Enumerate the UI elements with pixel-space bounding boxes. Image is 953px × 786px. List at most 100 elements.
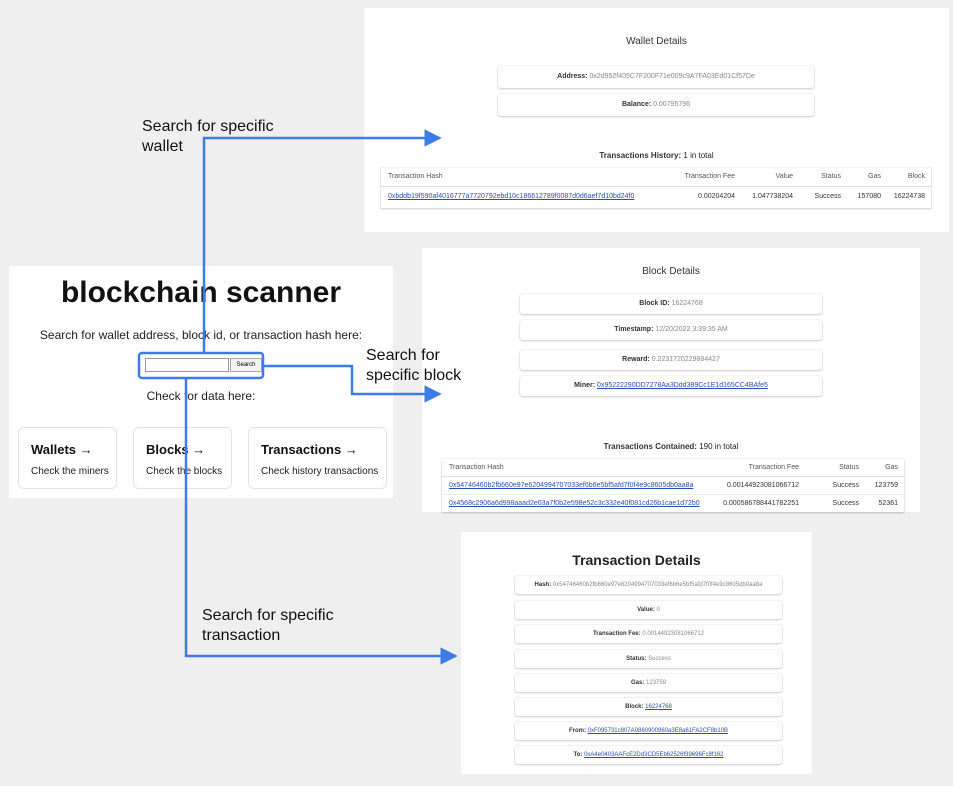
tx-from-card: From: 0xF095731c807A0860900960a3E8a61FA2… [515,722,782,740]
tx-value-label: Value: [637,607,655,613]
annotation-search-transaction-line1: Search for specific [202,607,334,624]
history-count: 1 in total [683,151,714,160]
annotation-search-wallet-line1: Search for specific [142,118,274,135]
block-id-label: Block ID: [639,300,670,307]
wallet-address-card: Address: 0x2d952f405C7F200F71e009c9A7FA0… [498,66,814,88]
contained-count: 190 in total [699,442,739,451]
tx-value-value: 0 [656,607,660,613]
tx-fee-value: 0.00144923081066712 [642,631,705,637]
block-timestamp-card: Timestamp: 12/20/2022 3:39:35 AM [520,320,822,340]
search-input[interactable] [145,358,229,372]
annotation-search-wallet-line2: wallet [142,138,183,155]
blocks-card-desc: Check the blocks [146,466,223,477]
tx-to-link[interactable]: 0xA4e0403AAFcE2Dd3CD5Eb62526f39696Fc8f16… [584,752,724,758]
tx-hash-link[interactable]: 0x4568c2906a6d998aaad2e03a7f0b2e598e52c3… [449,499,700,507]
tx-fee-cell: 0.00144923081066712 [726,481,799,489]
reward-value: 0.2231720229884427 [651,356,720,363]
col-block: Block [882,168,931,187]
block-details-title: Block Details [642,266,700,277]
col-transaction-fee: Transaction Fee [692,459,800,477]
annotation-search-transaction-line2: transaction [202,627,281,644]
transactions-card-desc: Check history transactions [261,466,379,477]
search-button[interactable]: Search [230,358,262,372]
tx-gas-cell: 157080 [857,192,881,200]
tx-fee-card: Transaction Fee: 0.00144923081066712 [515,625,782,643]
blocks-card[interactable]: Blocks → Check the blocks [133,427,232,489]
search-prompt: Search for wallet address, block id, or … [39,328,363,342]
wallets-card-desc: Check the miners [31,466,109,477]
tx-gas-cell: 123759 [874,481,898,489]
tx-status-label: Status: [626,656,647,662]
timestamp-value: 12/20/2022 3:39:35 AM [655,326,728,333]
tx-to-label: To: [573,752,583,758]
table-row: 0x54746460b2fb660e97e6204994707033ef6b6e… [442,476,904,494]
tx-block-label: Block: [625,704,644,710]
tx-value-cell: 1.047738204 [752,192,793,200]
blocks-card-title: Blocks → [146,442,206,457]
tx-fee-label: Transaction Fee: [592,631,641,637]
tx-hash-card: Hash: 0x54746460b2fb660e97e6204994707033… [515,576,782,594]
reward-label: Reward: [622,356,650,363]
tx-block-link[interactable]: 16224768 [645,704,672,710]
annotation-search-block: Search for specific block [366,346,461,386]
col-transaction-hash: Transaction Hash [381,168,631,187]
col-transaction-hash: Transaction Hash [442,459,692,477]
tx-hash-value: 0x54746460b2fb660e97e6204994707033ef6b6e… [552,582,763,588]
transactions-contained-heading: Transactions Contained: 190 in total [422,442,920,451]
tx-gas-card: Gas: 123759 [515,674,782,692]
tx-hash-link[interactable]: 0xbddb19f590af4016777a7720792ebd10c18661… [388,192,635,200]
address-label: Address: [557,73,588,80]
tx-gas-cell: 52361 [878,499,898,507]
transactions-card[interactable]: Transactions → Check history transaction… [248,427,387,489]
wallet-details-title: Wallet Details [626,36,687,47]
block-id-card: Block ID: 16224768 [520,294,822,314]
block-id-value: 16224768 [671,300,703,307]
tx-from-label: From: [568,728,586,734]
wallet-details-panel: Wallet Details Address: 0x2d952f405C7F20… [364,8,949,232]
transactions-history-heading: Transactions History: 1 in total [364,151,949,160]
col-status: Status [800,459,860,477]
tx-hash-label: Hash: [534,582,552,588]
check-label: Check for data here: [146,389,256,403]
tx-status-cell: Success [814,192,841,200]
block-details-panel: Block Details Block ID: 16224768 Timesta… [422,248,920,512]
tx-value-card: Value: 0 [515,601,782,619]
wallet-transactions-table: Transaction Hash Transaction Fee Value S… [381,168,931,208]
transactions-card-title: Transactions → [261,442,358,457]
transaction-details-panel: Transaction Details Hash: 0x54746460b2fb… [461,532,812,774]
tx-hash-link[interactable]: 0x54746460b2fb660e97e6204994707033ef6b6e… [449,481,694,489]
transaction-details-title: Transaction Details [572,552,701,568]
wallet-balance-card: Balance: 0.00795796 [498,94,814,116]
tx-status-cell: Success [832,481,859,489]
miner-label: Miner: [574,382,596,389]
search-bar: Search [145,358,265,372]
timestamp-label: Timestamp: [614,326,654,333]
col-gas: Gas [860,459,904,477]
annotation-search-wallet: Search for specific wallet [142,117,274,157]
wallets-card-title: Wallets → [31,442,93,457]
history-label: Transactions History: [599,151,682,160]
tx-status-card: Status: Success [515,650,782,668]
annotation-search-transaction: Search for specific transaction [202,606,334,646]
balance-value: 0.00795796 [653,101,691,108]
col-gas: Gas [842,168,882,187]
block-transactions-table: Transaction Hash Transaction Fee Status … [442,459,904,512]
tx-fee-cell: 0.00204204 [698,192,735,200]
tx-gas-value: 123759 [645,680,667,686]
table-row: 0xbddb19f590af4016777a7720792ebd10c18661… [381,186,931,206]
tx-fee-cell: 0.000586788441782251 [723,499,799,507]
tx-from-link[interactable]: 0xF095731c807A0860900960a3E8a61FA2CF8b10… [587,728,729,734]
contained-label: Transactions Contained: [603,442,697,451]
balance-label: Balance: [621,101,652,108]
table-row: 0x4568c2906a6d998aaad2e03a7f0b2e598e52c3… [442,494,904,512]
scanner-title: blockchain scanner [60,276,342,309]
tx-status-value: Success [648,656,671,662]
tx-gas-label: Gas: [630,680,645,686]
wallets-card[interactable]: Wallets → Check the miners [18,427,117,489]
col-status: Status [794,168,842,187]
miner-link[interactable]: 0x95222290DD7278Aa3Ddd389Cc1E1d165CC4BAf… [597,382,768,389]
col-transaction-fee: Transaction Fee [631,168,736,187]
block-reward-card: Reward: 0.2231720229884427 [520,350,822,370]
tx-to-card: To: 0xA4e0403AAFcE2Dd3CD5Eb62526f39696Fc… [515,746,782,764]
address-value: 0x2d952f405C7F200F71e009c9A7FA03Ed01Cf57… [589,73,755,80]
